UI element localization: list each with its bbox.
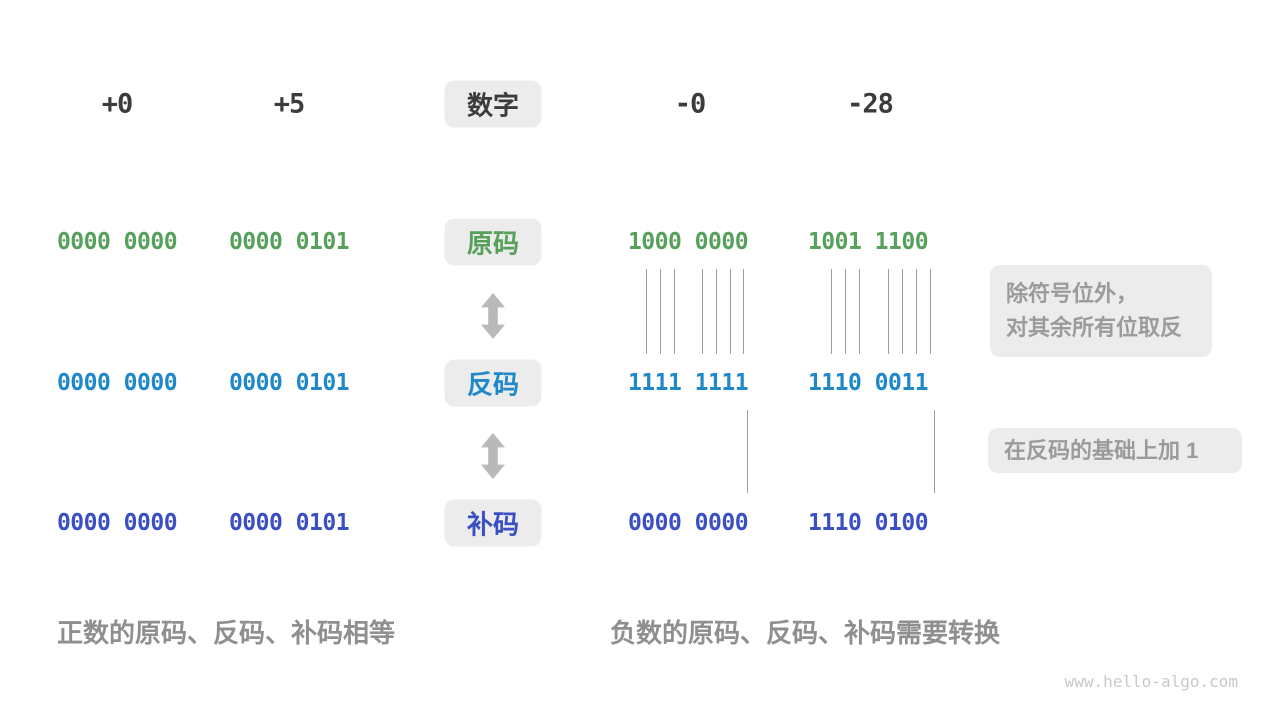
caption-negative-numbers: 负数的原码、反码、补码需要转换 (610, 618, 1001, 648)
ones-complement-label: 反码 (444, 359, 542, 407)
sign-magnitude-minus0: 1000 0000 (627, 229, 749, 255)
annotation-flip-line2: 对其余所有位取反 (1006, 315, 1183, 340)
up-down-double-arrow-icon (481, 293, 505, 339)
ones-complement-plus5: 0000 0101 (228, 370, 350, 396)
bit-tick-line (845, 269, 846, 354)
ones-complement-minus28: 1110 0011 (807, 370, 929, 396)
bit-tick-line (646, 269, 647, 354)
annotation-add-one: 在反码的基础上加 1 (988, 428, 1242, 473)
bit-tick-line (902, 269, 903, 354)
sign-magnitude-plus0: 0000 0000 (56, 229, 178, 255)
twos-complement-plus0: 0000 0000 (56, 510, 178, 536)
bit-tick-line (747, 410, 748, 493)
sign-magnitude-plus5: 0000 0101 (228, 229, 350, 255)
twos-complement-label: 补码 (444, 499, 542, 547)
bit-tick-line (888, 269, 889, 354)
bit-tick-line (743, 269, 744, 354)
sign-magnitude-minus28: 1001 1100 (807, 229, 929, 255)
twos-complement-plus5: 0000 0101 (228, 510, 350, 536)
ones-complement-minus0: 1111 1111 (627, 370, 749, 396)
annotation-add-one-text: 在反码的基础上加 1 (1004, 437, 1199, 463)
bit-tick-line (916, 269, 917, 354)
bit-tick-line (702, 269, 703, 354)
header-value-plus5: +5 (273, 88, 306, 120)
sign-magnitude-label: 原码 (444, 218, 542, 266)
bit-tick-line (831, 269, 832, 354)
header-value-minus28: -28 (847, 88, 894, 120)
annotation-flip-bits: 除符号位外， 对其余所有位取反 (990, 265, 1212, 357)
header-label-number: 数字 (444, 80, 542, 128)
bit-tick-line (859, 269, 860, 354)
bit-tick-line (930, 269, 931, 354)
bit-tick-line (934, 410, 935, 493)
watermark-url: www.hello-algo.com (1064, 672, 1238, 691)
header-value-plus0: +0 (101, 88, 134, 120)
annotation-flip-line1: 除符号位外， (1006, 281, 1139, 306)
header-value-minus0: -0 (674, 88, 707, 120)
up-down-double-arrow-icon (481, 433, 505, 479)
bit-tick-line (730, 269, 731, 354)
twos-complement-minus0: 0000 0000 (627, 510, 749, 536)
bit-tick-line (660, 269, 661, 354)
bit-tick-line (674, 269, 675, 354)
twos-complement-minus28: 1110 0100 (807, 510, 929, 536)
bit-tick-line (716, 269, 717, 354)
caption-positive-numbers: 正数的原码、反码、补码相等 (57, 618, 396, 648)
ones-complement-plus0: 0000 0000 (56, 370, 178, 396)
